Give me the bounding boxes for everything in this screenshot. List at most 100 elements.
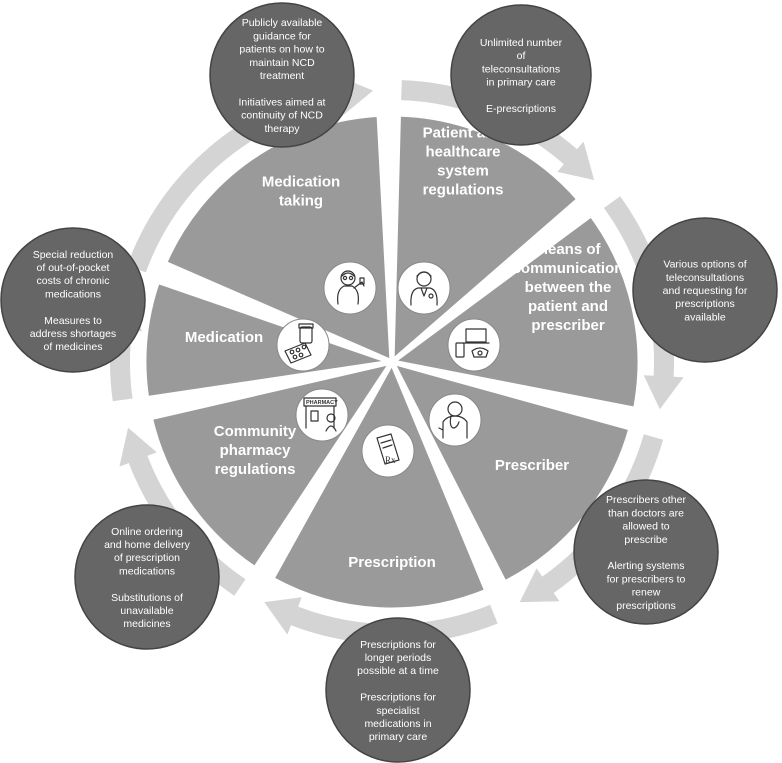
pharmacy-icon: PHARMACY xyxy=(295,388,349,442)
bubble-text-line: of prescription xyxy=(114,552,180,564)
ring-arrow-segment xyxy=(119,427,246,596)
bubble-circle xyxy=(573,479,719,625)
bubble-text-line: specialist xyxy=(376,705,419,717)
bubble-text-line: Measures to xyxy=(44,315,102,327)
bubble-text-line: longer periods xyxy=(365,652,432,664)
rx-paper-icon: Rx xyxy=(361,424,415,478)
ring-arrow-segment xyxy=(401,80,595,180)
bubble-circle xyxy=(325,617,471,763)
bubble-text-line: renew xyxy=(632,587,661,599)
segment-label-line: healthcare xyxy=(425,144,500,161)
segment-label-line: taking xyxy=(279,193,323,210)
bubble-text-line: Online ordering xyxy=(111,526,183,538)
bubble-text-line: guidance for xyxy=(253,30,311,42)
bubble-text-line: Prescribers other xyxy=(606,494,686,506)
bubble-text-line: medications xyxy=(45,288,101,300)
ring-arrow-segment xyxy=(603,196,684,410)
bubble-text-line: available xyxy=(684,311,726,323)
segment-label-line: Means of xyxy=(535,241,601,258)
bubble-text-line: treatment xyxy=(260,70,304,82)
bubble-text-line: teleconsultations xyxy=(482,63,560,75)
bubble-circle xyxy=(0,227,146,373)
bubble-text-line: primary care xyxy=(369,731,428,743)
segment-label-line: Prescription xyxy=(348,554,436,571)
bubble-circle xyxy=(450,4,592,146)
bubble-text-line: Special reduction xyxy=(33,249,114,261)
bubble-text-line: unavailable xyxy=(120,605,173,617)
segment-prescription xyxy=(268,356,491,613)
bubble-text-line: of xyxy=(517,50,526,62)
segment-label-medication-taking: Medication taking xyxy=(262,174,340,210)
bubble-text-line: prescriptions xyxy=(616,600,676,612)
bubble-text-line: and home delivery xyxy=(104,539,191,551)
segment-label-line: Community xyxy=(214,423,297,440)
bubble-circle xyxy=(209,2,355,148)
bubble-text-line: prescriptions xyxy=(675,298,735,310)
bubble-text-line: patients on how to xyxy=(239,44,324,56)
segment-label-line: Medication xyxy=(185,329,263,346)
bubble-text-line: in primary care xyxy=(486,77,556,89)
bubble-text-line: Publicly available xyxy=(242,17,323,29)
bubble-text-line: medicines xyxy=(123,618,170,630)
bubble-circle xyxy=(74,504,220,650)
bubble-text-line: Substitutions of xyxy=(111,592,183,604)
bubble-text-line: E-prescriptions xyxy=(486,103,556,115)
bubble-text-line: Prescriptions for xyxy=(360,639,436,651)
bubble-text-line: medications xyxy=(119,565,175,577)
icon-layer: Rx PHARMACY xyxy=(276,261,501,478)
doctor-icon xyxy=(397,261,451,315)
segment-label-line: prescriber xyxy=(531,317,605,334)
segment-label-line: system xyxy=(437,163,489,180)
bubble-text-line: address shortages xyxy=(30,328,116,340)
bubble-text-line: medications in xyxy=(364,718,431,730)
bubble-text-line: prescribe xyxy=(624,534,667,546)
bubble-text-line: allowed to xyxy=(622,521,669,533)
bubble-text-line: maintain NCD xyxy=(249,57,315,69)
segment-label-line: communication xyxy=(513,260,624,277)
rx-label: Rx xyxy=(385,455,396,465)
segment-label-prescriber: Prescriber xyxy=(495,457,569,474)
elderly-person-icon xyxy=(323,261,377,315)
bubble-text-line: continuity of NCD xyxy=(241,110,323,122)
segment-wheel xyxy=(141,111,643,613)
pharmacy-sign-label: PHARMACY xyxy=(306,400,338,406)
segment-label-line: regulations xyxy=(423,182,504,199)
pills-icon xyxy=(276,318,330,372)
bubble-text-line: Alerting systems xyxy=(607,560,684,572)
bubble-text-line: teleconsultations xyxy=(666,272,744,284)
segment-medication xyxy=(141,278,393,402)
bubble-text-line: therapy xyxy=(264,123,300,135)
ring-arrow-segment xyxy=(519,434,664,603)
bubble-text-line: Initiatives aimed at xyxy=(239,96,326,108)
bubble-text-line: Various options of xyxy=(663,259,746,271)
segment-label-medication: Medication xyxy=(185,329,263,346)
segment-label-line: Prescriber xyxy=(495,457,569,474)
bubble-text-line: Unlimited number xyxy=(480,37,563,49)
bubble-text-line: of medicines xyxy=(44,341,103,353)
bubble-text-line: and requesting for xyxy=(663,285,748,297)
segment-label-line: Medication xyxy=(262,174,340,191)
bubble-text-line: costs of chronic xyxy=(37,275,110,287)
segment-label-line: between the xyxy=(525,279,612,296)
bubble-text-line: for prescribers to xyxy=(607,573,686,585)
devices-icon xyxy=(447,318,501,372)
bubble-text-line: of out-of-pocket xyxy=(37,262,110,274)
